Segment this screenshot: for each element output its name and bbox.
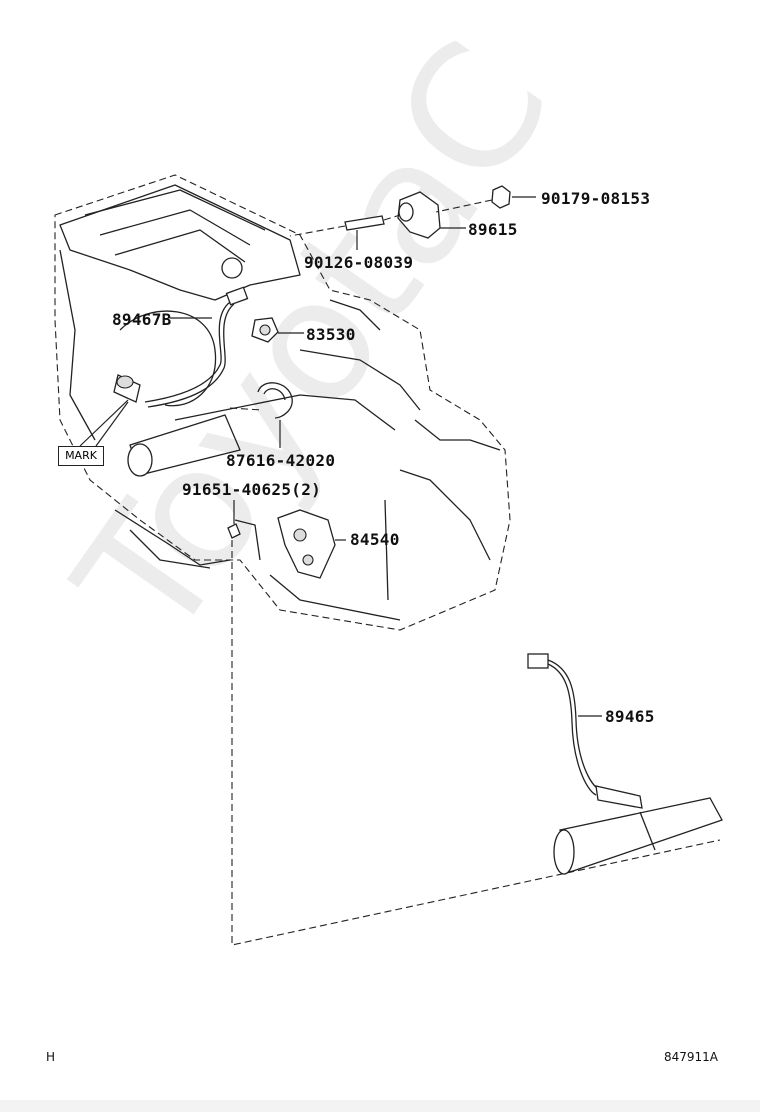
part-label-84540: 84540 <box>350 530 400 549</box>
clip <box>229 382 293 448</box>
knock-sensor <box>397 191 466 239</box>
footer-right: 847911A <box>664 1050 719 1064</box>
part-label-89615: 89615 <box>468 220 518 239</box>
stud-bolt <box>289 214 401 250</box>
part-label-89467b: 89467B <box>112 310 172 329</box>
oxygen-sensor-upper <box>79 286 249 447</box>
neutral-start-switch <box>227 500 721 946</box>
part-label-83530: 83530 <box>306 325 356 344</box>
part-label-89465: 89465 <box>605 707 655 726</box>
part-label-90126: 90126-08039 <box>304 253 414 272</box>
part-label-87616: 87616-42020 <box>226 451 336 470</box>
footer-left: H <box>46 1050 56 1064</box>
engine-block <box>54 174 511 631</box>
oxygen-sensor-lower <box>527 653 723 875</box>
oil-pressure-switch <box>251 317 304 343</box>
part-label-91651: 91651-40625(2) <box>182 480 322 499</box>
nut <box>435 185 536 213</box>
mark-label: MARK <box>58 446 104 466</box>
bottom-bar <box>0 1100 760 1112</box>
part-label-90179: 90179-08153 <box>541 189 651 208</box>
